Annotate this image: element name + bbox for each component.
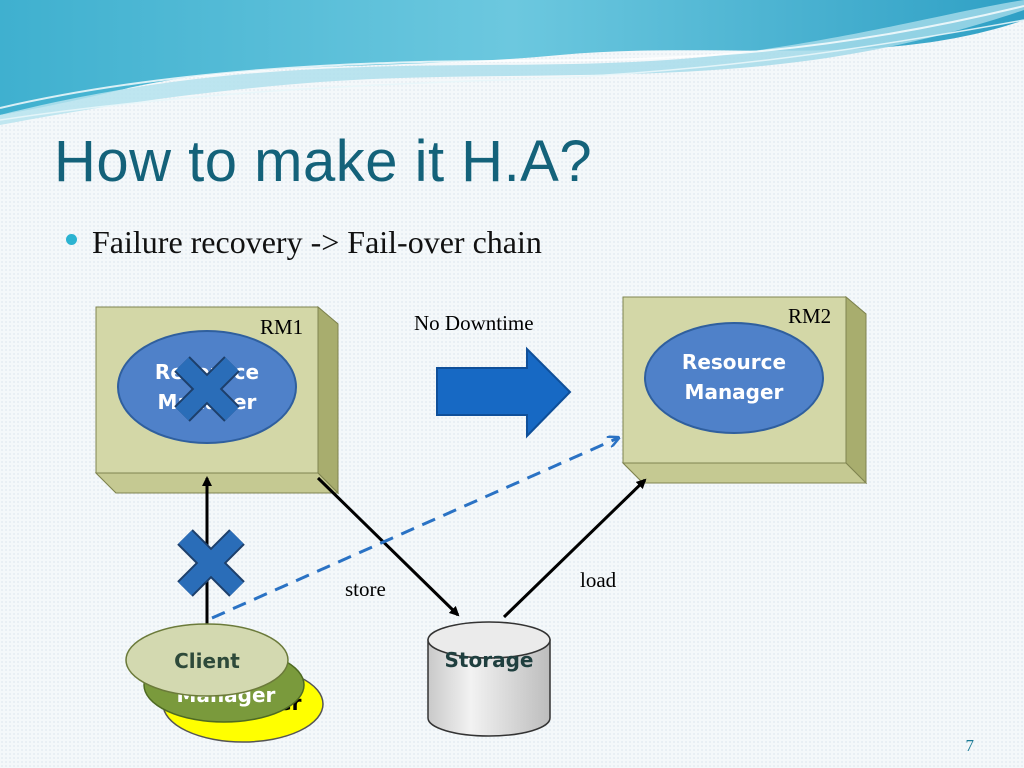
load-label: load (580, 568, 617, 592)
store-arrow (316, 476, 460, 617)
rm2-resource-manager: Resource Manager (644, 322, 824, 434)
rm2-node-line2: Manager (685, 380, 784, 404)
bullet-text: Failure recovery -> Fail-over chain (92, 224, 542, 260)
page-number: 7 (965, 736, 975, 755)
store-label: store (345, 577, 386, 601)
slide-title: How to make it H.A? (54, 129, 593, 194)
client-stack: er Manager Client (125, 623, 324, 743)
no-downtime-label: No Downtime (414, 311, 534, 335)
storage-cylinder: Storage (427, 621, 551, 737)
failover-big-arrow (436, 346, 572, 439)
rm2-label: RM2 (788, 304, 831, 328)
client-failover-dashed-arrow (211, 438, 618, 620)
rm1-label: RM1 (260, 315, 303, 339)
header-wave-decoration (0, 0, 1024, 125)
storage-label: Storage (445, 648, 534, 672)
client-link-failure-x-icon (177, 529, 245, 597)
rm1-failure-x-icon (174, 356, 240, 422)
bullet-item: Failure recovery -> Fail-over chain (66, 224, 542, 261)
rm2-node-line1: Resource (682, 350, 786, 374)
load-arrow (502, 478, 647, 619)
client-label: Client (174, 649, 240, 673)
bullet-dot-icon (66, 234, 77, 245)
